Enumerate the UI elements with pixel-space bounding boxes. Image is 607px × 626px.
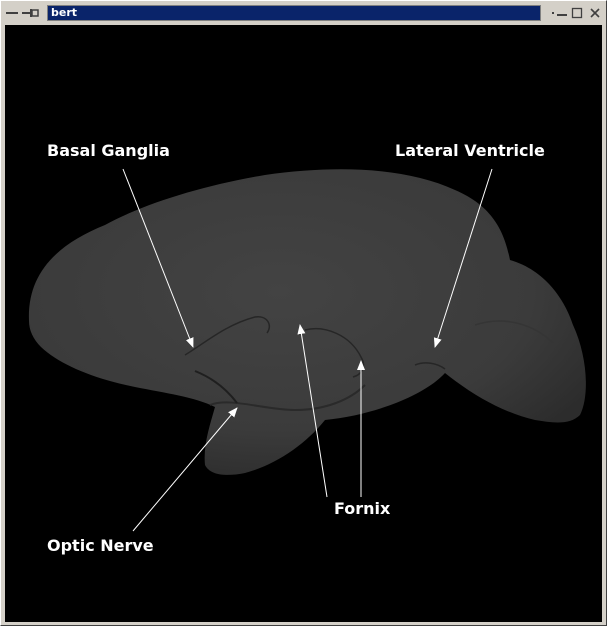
window-menu-controls: [5, 6, 45, 20]
arrow-fornix-left: [297, 324, 328, 498]
arrow-basal-ganglia: [122, 168, 194, 348]
dash-icon[interactable]: [6, 12, 18, 14]
label-fornix: Fornix: [334, 499, 391, 518]
close-icon[interactable]: [587, 5, 603, 21]
minimize-icon[interactable]: [554, 5, 570, 21]
label-lateral-ventricle: Lateral Ventricle: [395, 141, 545, 160]
maximize-icon[interactable]: [569, 5, 585, 21]
title-bar[interactable]: bert: [3, 3, 604, 23]
arrow-optic-nerve: [132, 407, 238, 532]
window-title: bert: [47, 5, 541, 21]
arrow-lateral-ventricle: [433, 168, 493, 348]
pin-icon[interactable]: [22, 9, 39, 17]
render-canvas[interactable]: Basal Ganglia Lateral Ventricle Fornix O…: [5, 25, 602, 622]
brain-structure-surface: [28, 169, 586, 475]
annotation-arrows: [122, 168, 493, 532]
label-basal-ganglia: Basal Ganglia: [47, 141, 170, 160]
dot-icon[interactable]: [545, 5, 561, 21]
label-optic-nerve: Optic Nerve: [47, 536, 154, 555]
